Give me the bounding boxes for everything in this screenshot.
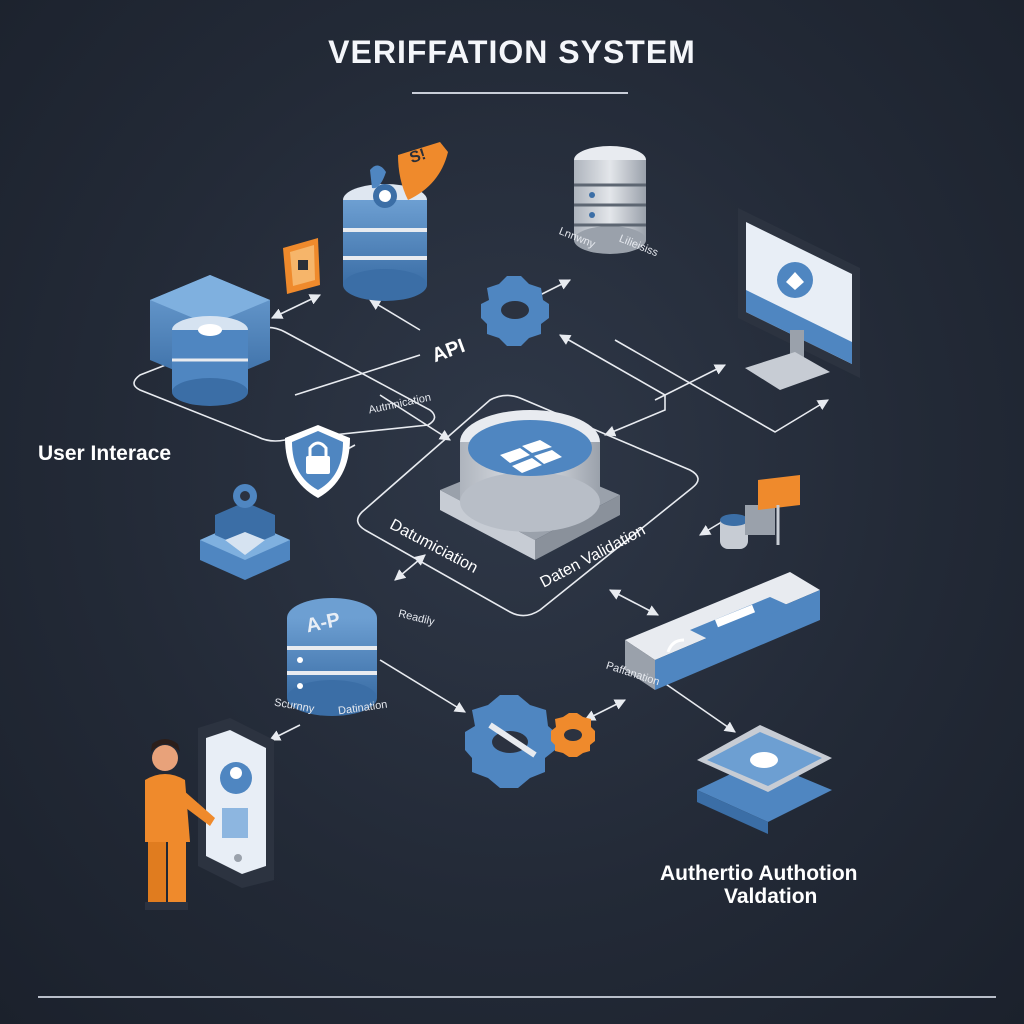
line-db-core — [394, 554, 426, 581]
line-db-top — [369, 299, 421, 331]
line-phone — [268, 724, 301, 741]
core-processor-icon — [440, 410, 620, 560]
id-card-device-icon — [625, 572, 820, 690]
line-card-panel — [659, 679, 736, 733]
smartphone-icon — [198, 718, 274, 888]
validation-panel-icon — [697, 725, 832, 834]
secure-database-icon — [343, 165, 427, 301]
line-core-card — [609, 589, 659, 616]
line-gear-core — [559, 334, 666, 437]
label-footer-line1: Authertio Authotion — [660, 862, 858, 885]
frame-core — [356, 394, 699, 617]
label-footer-line2: Valdation — [724, 885, 818, 908]
left-database-icon — [150, 275, 270, 406]
lower-gear-icon — [465, 695, 555, 788]
line-auth — [379, 394, 451, 441]
processing-machine-icon — [200, 484, 290, 580]
page-title: VERIFFATION SYSTEM — [328, 34, 696, 70]
line-db-gear — [379, 659, 466, 713]
shield-tag-icon — [398, 142, 448, 200]
server-rack-icon — [574, 146, 646, 254]
line-gear-card — [583, 699, 627, 721]
line-api — [294, 354, 421, 396]
document-badge-icon — [283, 238, 320, 294]
line-doc-db — [270, 294, 322, 319]
line-monitor-2 — [654, 364, 727, 401]
api-database-icon — [287, 598, 377, 716]
orange-gear-icon — [551, 713, 595, 757]
line-monitor — [614, 339, 829, 433]
title-divider — [412, 92, 628, 94]
monitor-icon — [738, 208, 860, 390]
bottom-divider — [38, 996, 996, 998]
connector-lines — [133, 279, 829, 741]
user-person-icon — [145, 739, 215, 910]
shield-lock-icon — [285, 425, 350, 498]
label-user-interface: User Interace — [38, 442, 172, 465]
windows-grid-icon — [500, 440, 562, 473]
flag-device-icon — [720, 475, 800, 549]
settings-gear-icon — [481, 276, 549, 346]
